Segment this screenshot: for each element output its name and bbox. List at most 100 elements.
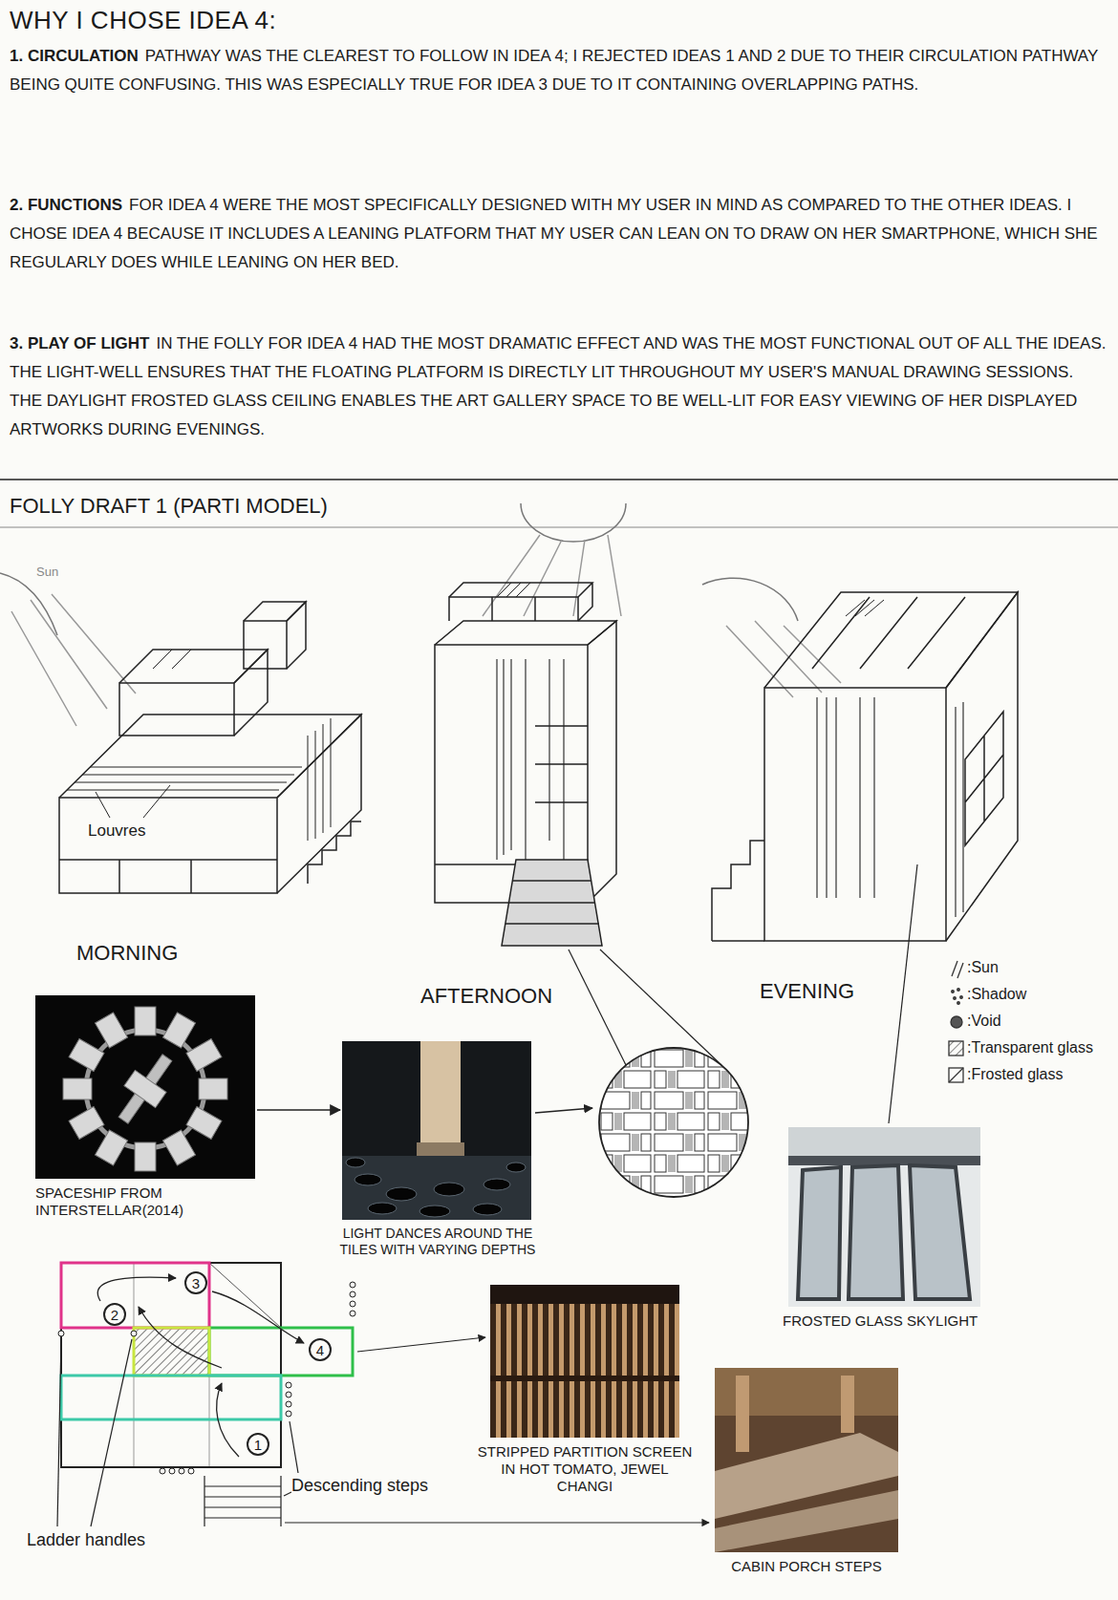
label-box: Sun — [36, 564, 59, 580]
leader-line — [283, 1492, 292, 1497]
label-box: Descending steps — [291, 1476, 429, 1497]
morning-sketch — [66, 767, 302, 791]
plan-diagram — [212, 1291, 304, 1344]
legend-symbol — [951, 990, 955, 994]
afternoon-sketch — [434, 863, 516, 866]
afternoon-sketch — [434, 621, 617, 645]
evening-sketch — [817, 697, 964, 918]
afternoon-sketch — [449, 582, 593, 622]
plan-diagram — [58, 1331, 65, 1337]
photo-partition — [490, 1285, 680, 1439]
photo-light — [345, 1158, 366, 1168]
paragraph: 1. CIRCULATIONPATHWAY WAS THE CLEAREST T… — [9, 42, 1109, 100]
afternoon-sketch — [587, 621, 617, 903]
divider-line — [0, 479, 1118, 528]
leader-line — [57, 1339, 62, 1527]
paragraph: 3. PLAY OF LIGHTIN THE FOLLY FOR IDEA 4 … — [9, 329, 1109, 445]
point-heading: 2. FUNCTIONS — [9, 195, 123, 215]
callout-circle: 3 — [184, 1271, 208, 1295]
legend-text: :Void — [967, 1012, 1002, 1030]
plan-diagram — [61, 1263, 210, 1329]
photo-skylight — [788, 1156, 981, 1166]
time-label: AFTERNOON — [420, 984, 553, 1010]
plan-diagram — [285, 1401, 292, 1408]
photo-light — [473, 1204, 502, 1216]
morning-sketch — [59, 860, 278, 894]
label-box: FOLLY DRAFT 1 (PARTI MODEL) — [9, 494, 328, 519]
legend-row: :Shadow — [967, 986, 1027, 1004]
plan-diagram — [138, 1307, 222, 1369]
photo-spaceship — [63, 1078, 92, 1100]
morning-sketch — [95, 785, 171, 818]
callout-circle: 4 — [308, 1338, 332, 1362]
photo-light — [342, 1156, 532, 1221]
legend-symbol — [953, 997, 957, 1001]
plan-diagram — [133, 1328, 210, 1376]
label-box: Ladder handles — [26, 1530, 146, 1551]
label-box: EVENING — [759, 979, 855, 1005]
afternoon-sketch — [520, 503, 626, 542]
part-label: Descending steps — [291, 1476, 429, 1497]
photo-spaceship — [124, 1070, 167, 1108]
legend-symbol — [960, 996, 964, 1000]
divider-line — [0, 527, 1118, 529]
time-label: EVENING — [759, 979, 855, 1005]
title-box: WHY I CHOSE IDEA 4: — [9, 5, 277, 36]
plan-diagram — [204, 1476, 281, 1527]
leader-line — [888, 864, 918, 1124]
photo-spaceship — [68, 1106, 105, 1140]
reference-photo: CABIN PORCH STEPS — [714, 1368, 899, 1553]
evening-sketch — [812, 597, 966, 669]
afternoon-sketch — [501, 860, 602, 946]
plan-diagram — [178, 1468, 185, 1475]
leader-line — [568, 864, 918, 1124]
leader-line — [600, 949, 722, 1066]
evening-sketch — [946, 592, 1018, 942]
plan-diagram — [349, 1291, 356, 1298]
section-heading: FOLLY DRAFT 1 (PARTI MODEL) — [9, 494, 328, 519]
photo-spaceship — [186, 1106, 222, 1140]
legend-row: :Frosted glass — [967, 1066, 1063, 1084]
callout-number: 4 — [316, 1343, 324, 1358]
divider-line — [0, 478, 1118, 481]
afternoon-sketch — [505, 881, 600, 925]
photo-spaceship — [134, 1007, 156, 1036]
morning-sketch — [234, 649, 268, 736]
photo-caption: SPACESHIP FROM INTERSTELLAR(2014) — [35, 1184, 265, 1220]
callout-number: 2 — [110, 1308, 119, 1323]
paragraph: 2. FUNCTIONSFOR IDEA 4 WERE THE MOST SPE… — [9, 191, 1109, 278]
plan-diagram — [61, 1376, 281, 1420]
callout-circle: 2 — [103, 1303, 127, 1327]
part-label: Louvres — [87, 821, 146, 841]
point-body: FOR IDEA 4 WERE THE MOST SPECIFICALLY DE… — [9, 195, 1098, 272]
photo-light — [506, 1162, 526, 1173]
photo-caption: CABIN PORCH STEPS — [706, 1558, 907, 1576]
leader-line — [90, 1339, 132, 1527]
photo-spaceship — [94, 1012, 128, 1049]
plan-diagram — [285, 1411, 292, 1418]
point-body: PATHWAY WAS THE CLEAREST TO FOLLOW IN ID… — [9, 46, 1098, 94]
plan-diagram — [169, 1468, 175, 1475]
evening-sketch — [711, 840, 765, 942]
photo-spaceship — [162, 1130, 195, 1166]
morning-sketch — [286, 602, 306, 669]
legend-text: :Shadow — [967, 986, 1027, 1003]
reference-photo: LIGHT DANCES AROUND THE TILES WITH VARYI… — [342, 1041, 532, 1221]
plan-diagram — [97, 1277, 176, 1302]
arrow-line — [535, 1108, 593, 1114]
page-title: WHY I CHOSE IDEA 4: — [9, 5, 277, 36]
time-label: MORNING — [76, 941, 178, 967]
evening-sketch — [764, 688, 946, 942]
leader-line — [284, 1522, 710, 1524]
callout-circle: 1 — [246, 1433, 270, 1457]
leader-line — [357, 1337, 486, 1353]
plan-diagram — [349, 1311, 356, 1317]
photo-light — [367, 1203, 397, 1215]
legend-text: :Sun — [967, 959, 999, 976]
reference-photo: STRIPPED PARTITION SCREEN IN HOT TOMATO,… — [490, 1285, 680, 1439]
plan-diagram — [159, 1468, 166, 1475]
evening-sketch — [726, 621, 841, 698]
leader-line — [57, 1337, 710, 1527]
